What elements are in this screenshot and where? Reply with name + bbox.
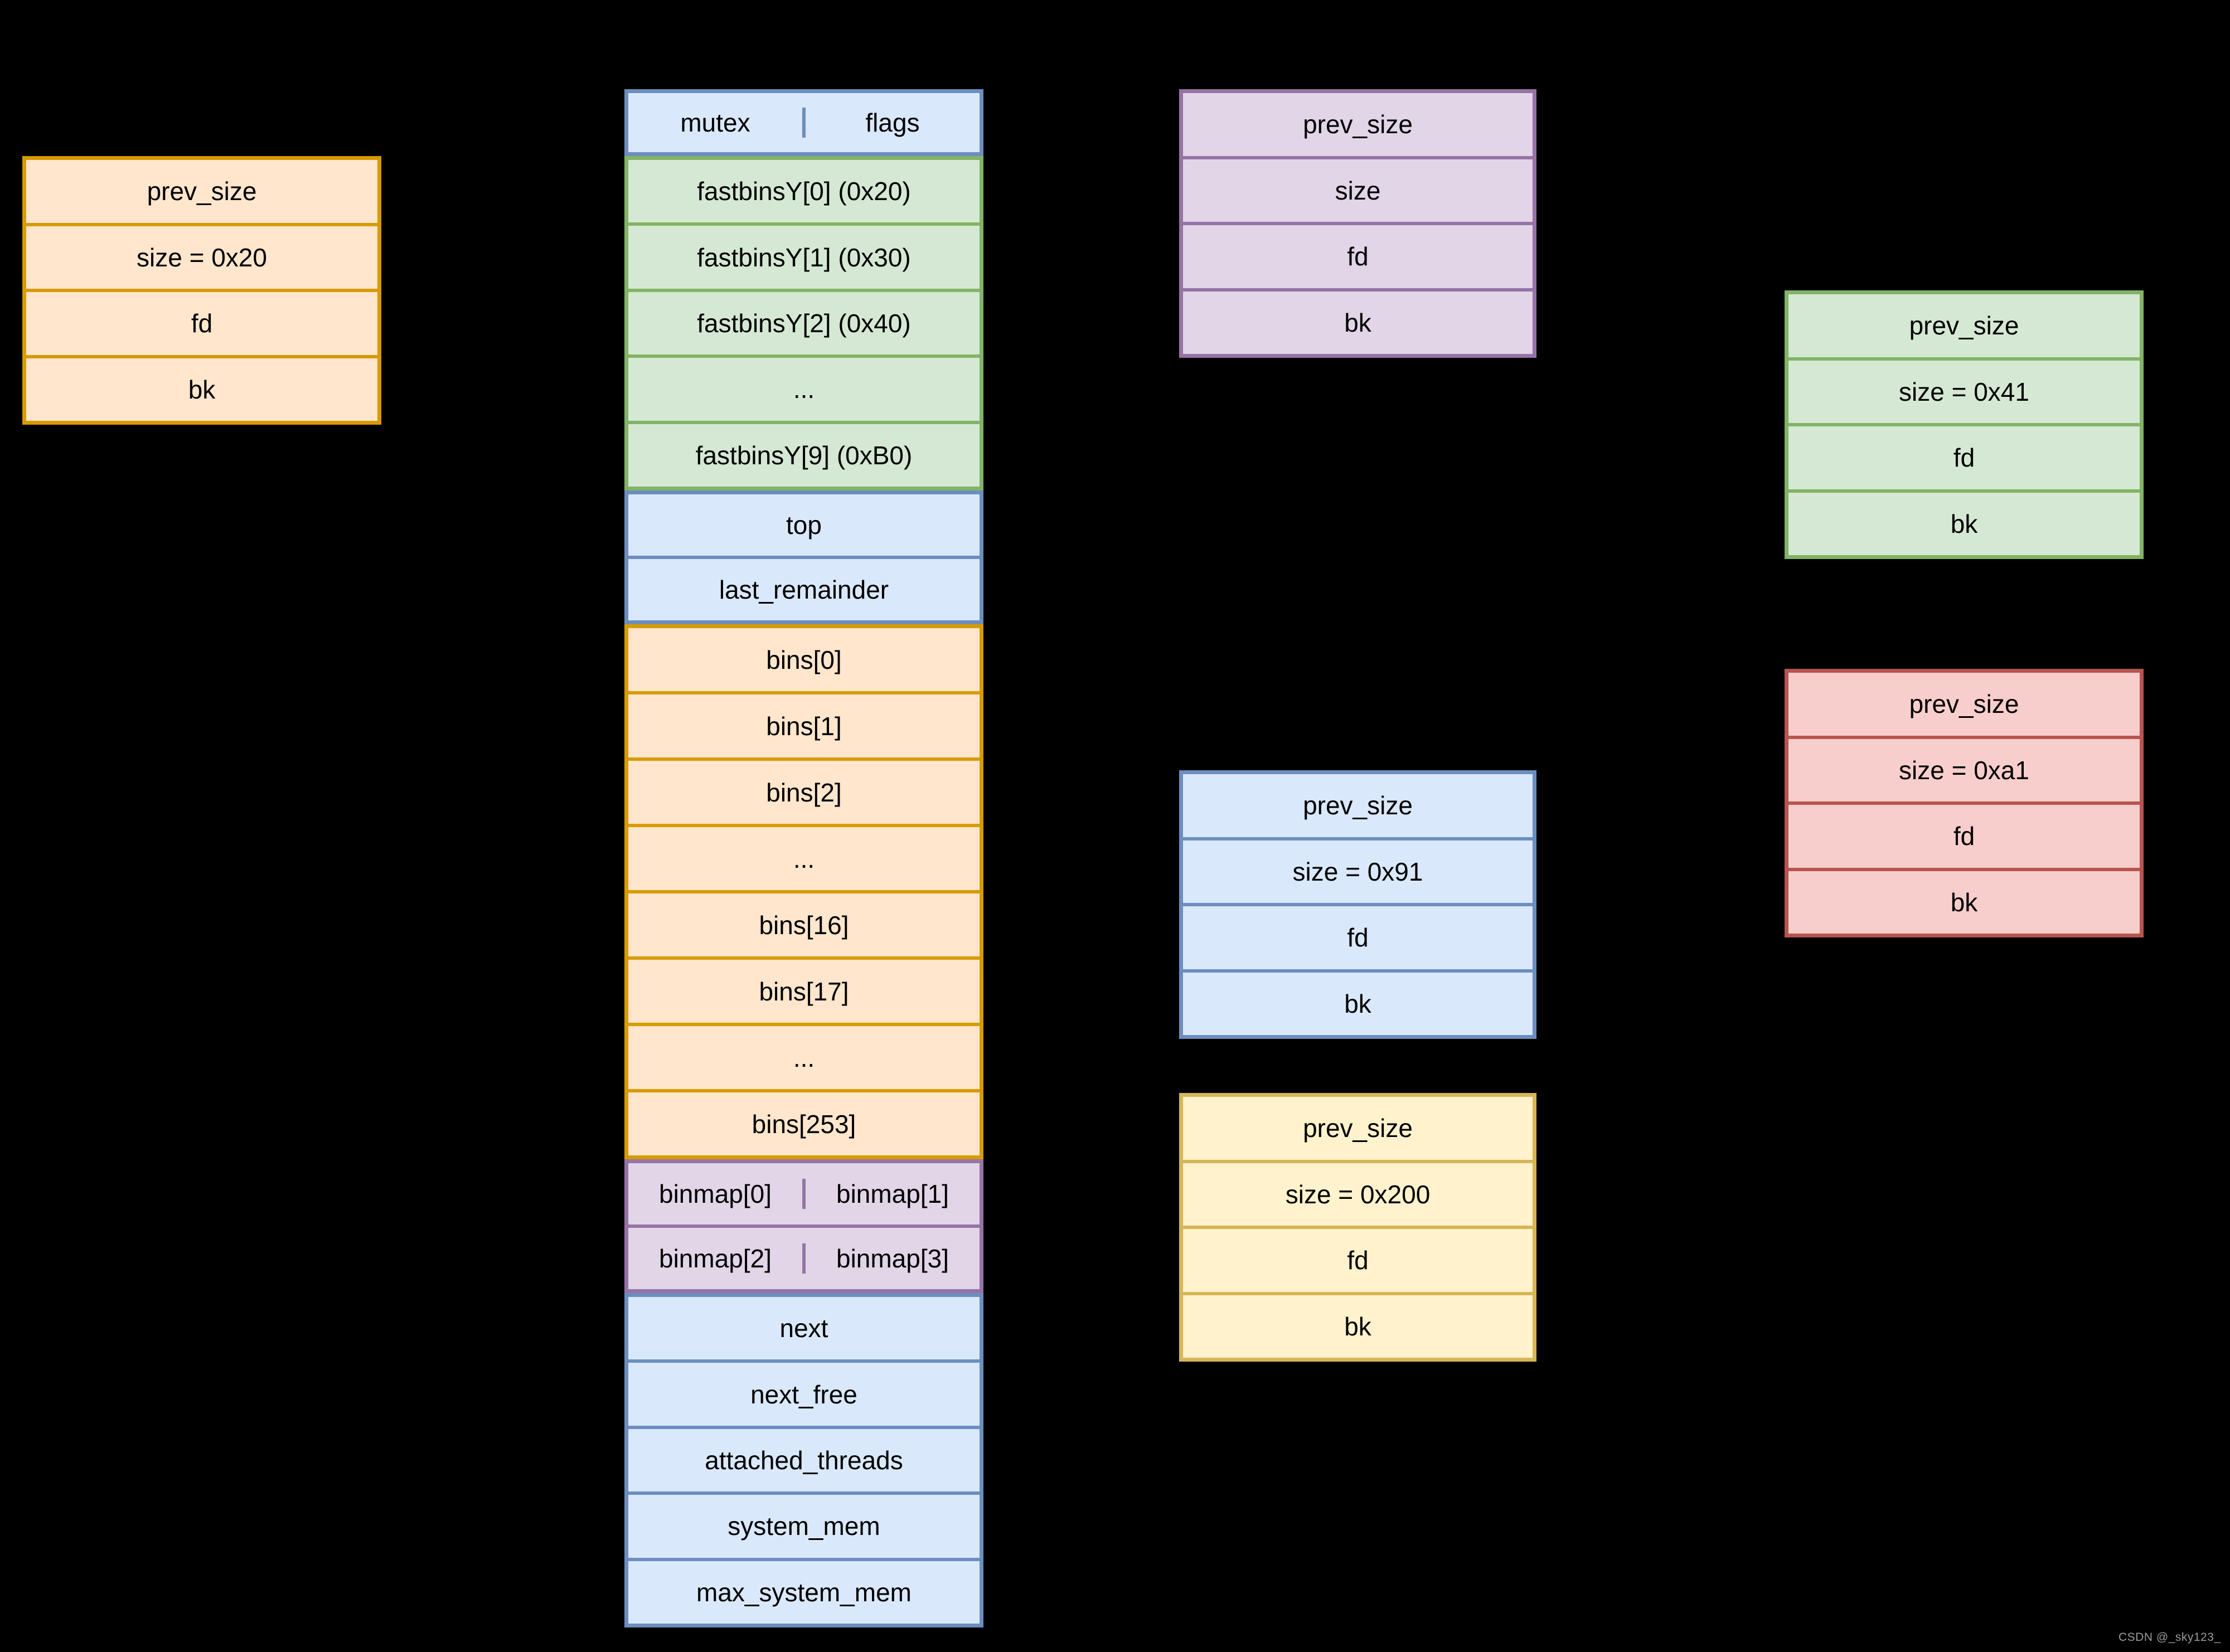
arena-row-system-mem: system_mem: [628, 1491, 980, 1557]
arena-cell-binmap-0: binmap[0]: [658, 1179, 772, 1208]
chunk-row-size: size = 0x200: [1183, 1159, 1533, 1226]
chunk-row-bk: bk: [1788, 867, 2140, 934]
arena-row-attached-threads: attached_threads: [628, 1425, 980, 1491]
chunk-row-size: size: [1183, 156, 1533, 222]
arena-row-bins-2: bins[2]: [628, 757, 980, 824]
arena-row-fastbinsY-9: fastbinsY[9] (0xB0): [628, 420, 980, 487]
chunk-row-size: size = 0x41: [1788, 357, 2140, 424]
arena-row-bins-253: bins[253]: [628, 1089, 980, 1155]
arena-row-fastbinsY-1: fastbinsY[1] (0x30): [628, 222, 980, 288]
arena-row-fastbinsY-0: fastbinsY[0] (0x20): [697, 177, 911, 206]
arena-cell-flags: flags: [802, 108, 980, 138]
chunk-row-fd: fd: [1183, 1226, 1533, 1292]
chunk-row-size: size = 0x20: [26, 222, 377, 289]
chunk-row-prev-size: prev_size: [1303, 791, 1413, 820]
arena-bins-section: bins[0] bins[1] bins[2] ... bins[16] bin…: [624, 624, 983, 1159]
watermark: CSDN @_sky123_: [2118, 1631, 2221, 1644]
arena-row-next-free: next_free: [628, 1359, 980, 1425]
chunk-row-bk: bk: [1788, 489, 2140, 556]
arena-fastbins-section: fastbinsY[0] (0x20) fastbinsY[1] (0x30) …: [624, 156, 983, 490]
chunk-row-fd: fd: [26, 289, 377, 355]
arena-binmap-section: binmap[0] binmap[1] binmap[2] binmap[3]: [624, 1159, 983, 1293]
chunk-row-bk: bk: [26, 354, 377, 421]
arena-row-bins-17: bins[17]: [628, 956, 980, 1023]
chunk-row-prev-size: prev_size: [1909, 689, 2019, 719]
arena-row-bins-0: bins[0]: [766, 645, 842, 674]
chunk-row-fd: fd: [1183, 903, 1533, 969]
chunk-0x20: prev_size size = 0x20 fd bk: [22, 156, 381, 425]
arena-row-next: next: [779, 1314, 828, 1343]
arena-header-row: mutex flags: [624, 89, 983, 156]
chunk-row-size: size = 0xa1: [1788, 735, 2140, 802]
arena-row-bins-16: bins[16]: [628, 890, 980, 956]
chunk-row-bk: bk: [1183, 969, 1533, 1036]
chunk-row-prev-size: prev_size: [1303, 1114, 1413, 1143]
chunk-generic: prev_size size fd bk: [1179, 89, 1536, 358]
chunk-row-prev-size: prev_size: [147, 177, 257, 206]
arena-row-bins-ellipsis-2: ...: [628, 1023, 980, 1089]
arena-tail-section: next next_free attached_threads system_m…: [624, 1293, 983, 1627]
arena-row-binmap-01: binmap[0] binmap[1]: [628, 1163, 980, 1225]
chunk-row-prev-size: prev_size: [1909, 311, 2019, 341]
chunk-row-bk: bk: [1183, 288, 1533, 354]
arena-row-binmap-23: binmap[2] binmap[3]: [628, 1225, 980, 1289]
arena-row-max-system-mem: max_system_mem: [628, 1557, 980, 1624]
arena-cell-mutex: mutex: [680, 108, 750, 137]
arena-row-fastbinsY-ellipsis: ...: [628, 354, 980, 420]
arena-row-fastbinsY-2: fastbinsY[2] (0x40): [628, 288, 980, 354]
chunk-0x41: prev_size size = 0x41 fd bk: [1785, 290, 2144, 559]
chunk-row-prev-size: prev_size: [1303, 110, 1413, 139]
arena-cell-binmap-3: binmap[3]: [802, 1243, 980, 1274]
chunk-0xa1: prev_size size = 0xa1 fd bk: [1785, 669, 2144, 937]
chunk-row-fd: fd: [1788, 423, 2140, 489]
arena-top-section: top last_remainder: [624, 490, 983, 624]
arena-row-top: top: [786, 511, 822, 540]
arena-row-bins-1: bins[1]: [628, 691, 980, 757]
chunk-0x91: prev_size size = 0x91 fd bk: [1179, 770, 1536, 1039]
arena-row-last-remainder: last_remainder: [628, 556, 980, 620]
chunk-0x200: prev_size size = 0x200 fd bk: [1179, 1093, 1536, 1362]
chunk-row-bk: bk: [1183, 1291, 1533, 1358]
chunk-row-fd: fd: [1788, 801, 2140, 868]
chunk-row-fd: fd: [1183, 222, 1533, 288]
arena-cell-binmap-1: binmap[1]: [802, 1179, 980, 1209]
arena-row-bins-ellipsis-1: ...: [628, 824, 980, 890]
chunk-row-size: size = 0x91: [1183, 837, 1533, 903]
arena-cell-binmap-2: binmap[2]: [658, 1244, 772, 1273]
